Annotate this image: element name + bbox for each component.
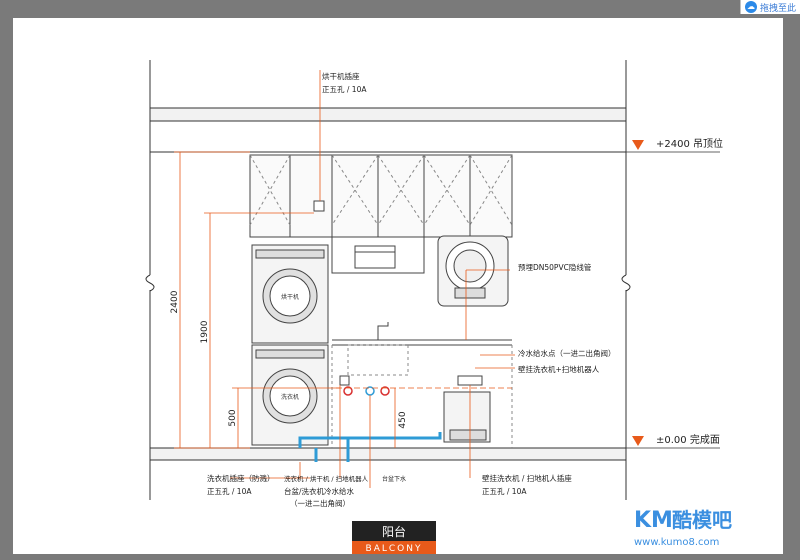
watermark-logo: KM <box>634 508 673 533</box>
title-block: 阳台 BALCONY <box>352 521 436 554</box>
cloud-share-icon: ☁ <box>745 1 757 13</box>
dryer-drum-label: 烘干机 <box>281 293 299 301</box>
stacked-washer-dryer <box>251 244 329 446</box>
annotations: 烘干机插座 正五孔 / 10A 预埋DN50PVC隐线管 冷水给水点（一进二出角… <box>207 71 616 508</box>
label-wall-washer-robot: 壁挂洗衣机+扫地机器人 <box>518 364 600 374</box>
label-wall-socket: 壁挂洗衣机 / 扫地机人插座 <box>482 473 572 483</box>
label-washer-socket-spec: 正五孔 / 10A <box>207 487 252 496</box>
floor-level: ±0.00 完成面 <box>656 433 720 446</box>
label-sink-drain: 台盆下水 <box>382 475 406 483</box>
title-en: BALCONY <box>366 544 423 554</box>
drop-zone-label: 拖拽至此 <box>760 3 797 14</box>
level-lines <box>626 151 720 449</box>
watermark-url: www.kumo8.com <box>634 537 719 548</box>
upper-cabinets <box>249 154 513 274</box>
balcony-elevation-drawing: 烘干机 洗衣机 <box>145 60 732 554</box>
label-cold-water: 冷水给水点（一进二出角阀） <box>518 348 616 358</box>
water-pipes <box>298 432 442 462</box>
label-sink-cold-water: 台盆/洗衣机冷水给水 <box>284 486 355 496</box>
label-drain-pipe: 预埋DN50PVC隐线管 <box>518 262 592 272</box>
dim-cabinet-height: 1900 <box>200 320 210 343</box>
label-sink-cold-water-valve: （一进二出角阀） <box>290 498 350 508</box>
washer-drum-label: 洗衣机 <box>281 393 299 401</box>
label-dryer-socket: 烘干机插座 <box>322 71 360 81</box>
wall-washer <box>437 235 509 443</box>
drop-zone-badge[interactable]: ☁ 拖拽至此 <box>740 0 800 14</box>
ceiling-level: +2400 吊顶位 <box>656 137 723 150</box>
label-washer-socket: 洗衣机插座（防溅） <box>207 473 275 483</box>
watermark: KM 酷模吧 www.kumo8.com <box>634 508 732 548</box>
watermark-brand: 酷模吧 <box>672 508 732 532</box>
level-markers <box>632 140 644 446</box>
dimension-lines <box>174 70 515 488</box>
wall-outline <box>145 60 631 500</box>
dim-socket-450: 450 <box>398 411 408 428</box>
drawing-sheet: 烘干机 洗衣机 <box>13 18 783 554</box>
sink-counter <box>331 322 513 448</box>
label-wall-socket-spec: 正五孔 / 10A <box>482 487 527 496</box>
label-appliance-socket: 洗衣机 / 烘干机 / 扫地机器人 <box>284 474 369 483</box>
dim-total-height: 2400 <box>170 290 180 313</box>
water-valves <box>343 386 390 396</box>
dim-socket-500: 500 <box>228 409 238 426</box>
label-dryer-socket-spec: 正五孔 / 10A <box>322 85 367 94</box>
title-cn: 阳台 <box>382 524 406 539</box>
